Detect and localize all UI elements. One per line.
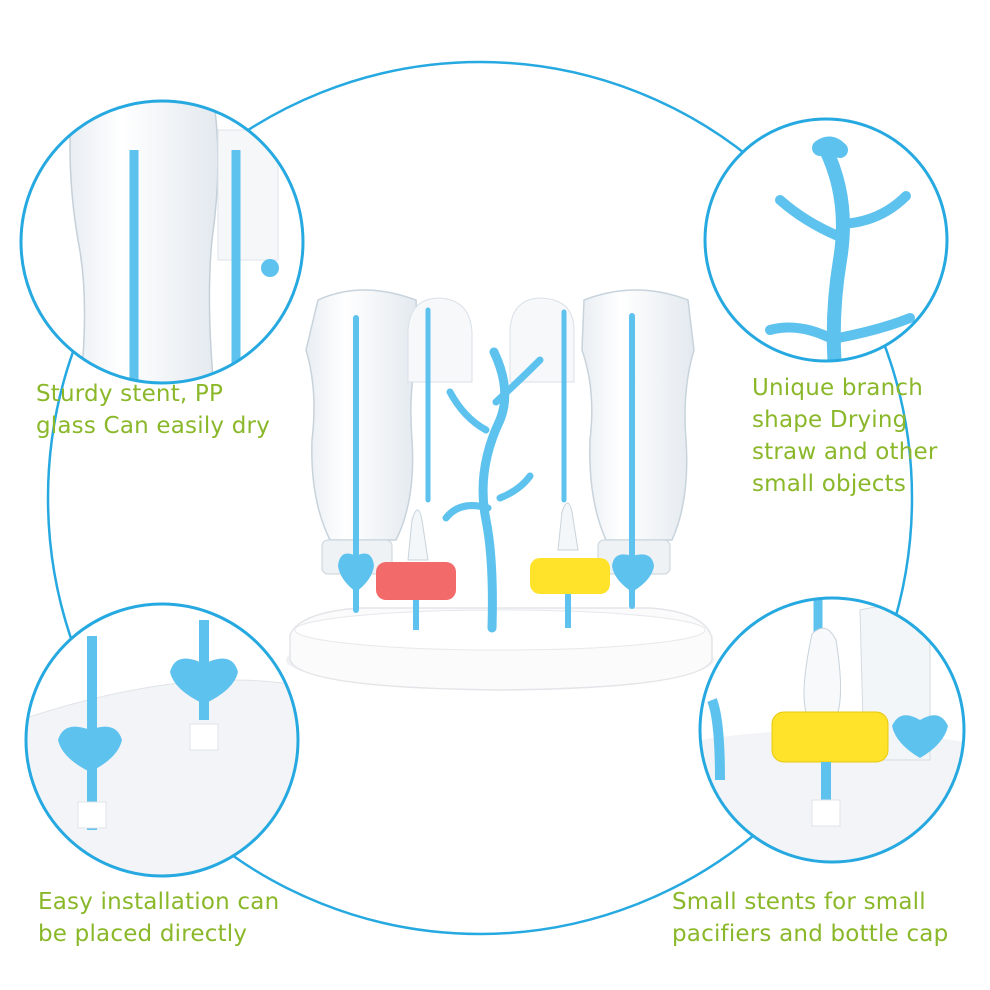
caption-line: small objects bbox=[752, 471, 907, 497]
caption-line: straw and other bbox=[752, 439, 938, 465]
main-product-image bbox=[286, 289, 714, 691]
detail-bottle-closeup bbox=[19, 99, 305, 385]
detail-base-closeup bbox=[24, 602, 300, 878]
caption-line: Small stents for small bbox=[672, 889, 926, 915]
caption-line: pacifiers and bottle cap bbox=[672, 921, 949, 947]
caption-top-right: Unique branch shape Drying straw and oth… bbox=[752, 372, 938, 500]
caption-line: Unique branch bbox=[752, 375, 923, 401]
caption-bottom-right: Small stents for small pacifiers and bot… bbox=[672, 886, 948, 950]
caption-line: be placed directly bbox=[38, 921, 248, 947]
main-ring bbox=[46, 60, 914, 936]
caption-bottom-left: Easy installation can be placed directly bbox=[38, 886, 279, 950]
detail-pacifier-closeup bbox=[698, 596, 966, 864]
detail-branch-closeup bbox=[703, 117, 949, 363]
caption-line: Sturdy stent, PP bbox=[36, 381, 224, 407]
caption-top-left: Sturdy stent, PP glass Can easily dry bbox=[36, 378, 270, 442]
caption-line: shape Drying bbox=[752, 407, 908, 433]
caption-line: Easy installation can bbox=[38, 889, 280, 915]
caption-line: glass Can easily dry bbox=[36, 413, 270, 439]
